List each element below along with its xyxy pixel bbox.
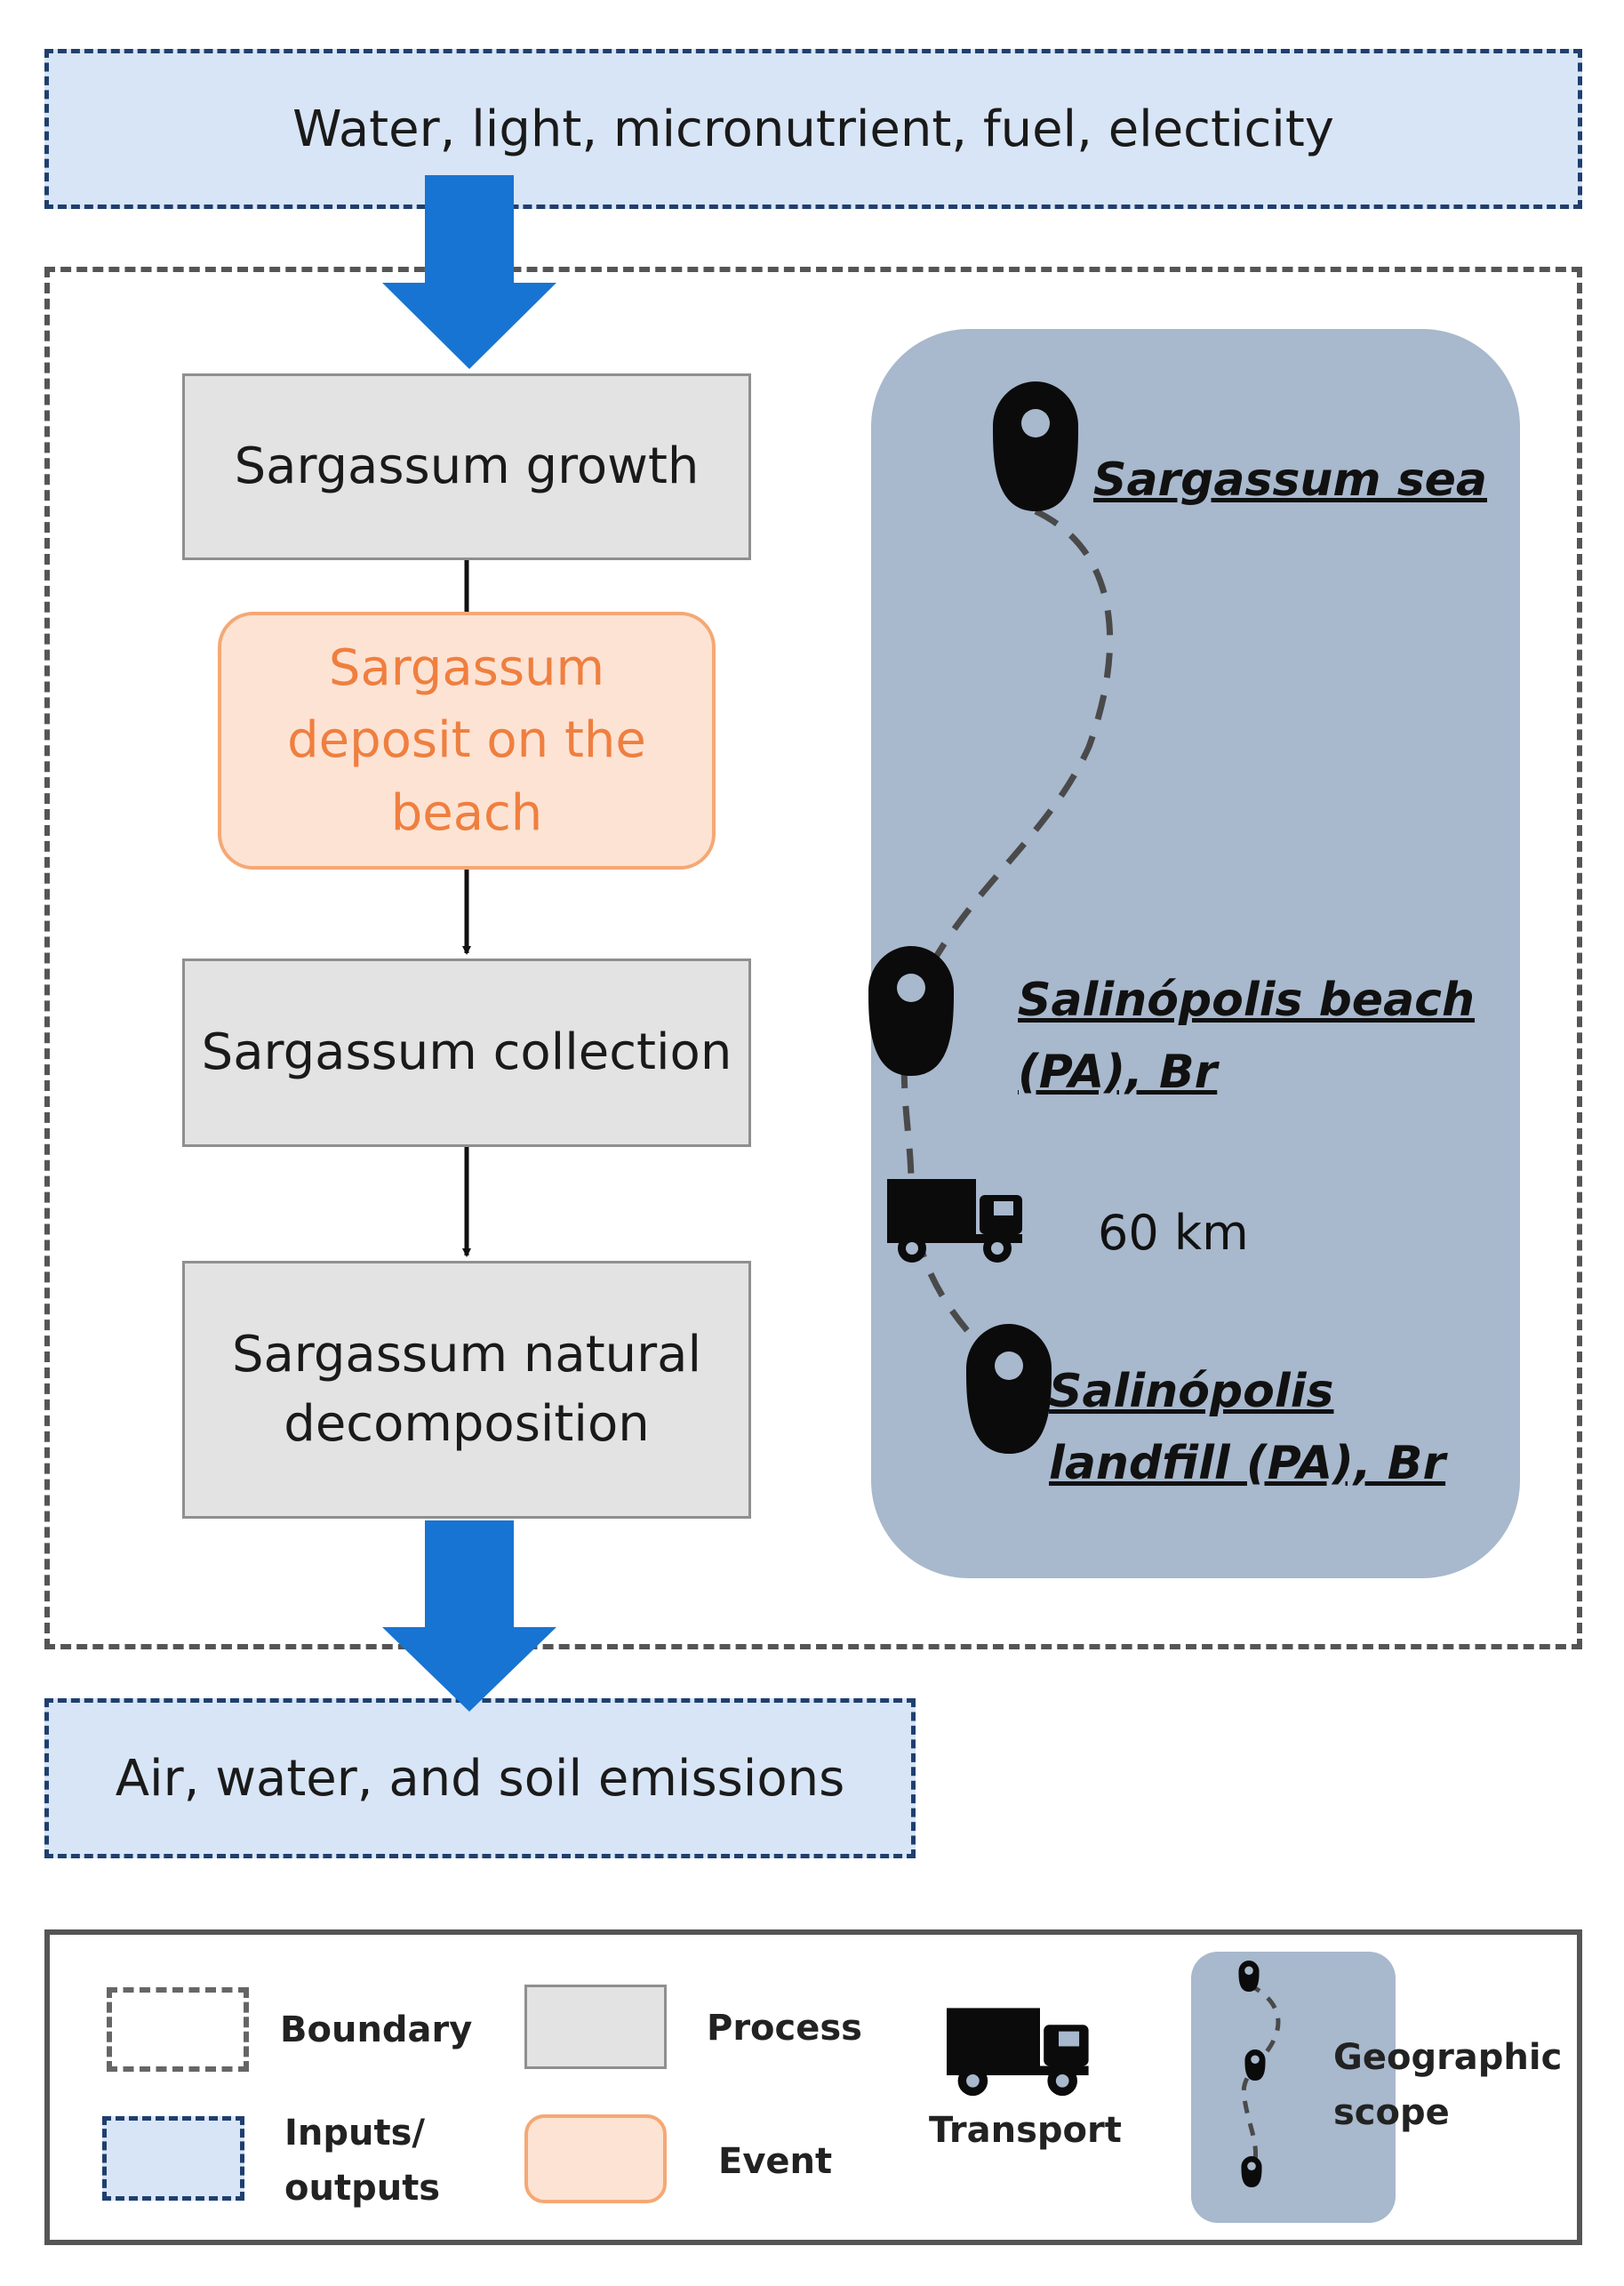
- process-label: Sargassum collection: [201, 1023, 732, 1081]
- legend-transport-label: Transport: [929, 2110, 1122, 2151]
- legend-geo-label: Geographic scope: [1333, 2037, 1563, 2133]
- legend-io-swatch: [102, 2116, 244, 2201]
- location-salinopolis-landfill: Salinópolis landfill (PA), Br: [1049, 1365, 1446, 1490]
- legend-process-label: Process: [707, 2008, 862, 2049]
- outputs-box: Air, water, and soil emissions: [44, 1698, 916, 1858]
- process-sargassum-collection: Sargassum collection: [182, 959, 751, 1147]
- legend-event-label: Event: [718, 2141, 833, 2182]
- process-sargassum-decomposition: Sargassum natural decomposition: [182, 1261, 751, 1519]
- legend-truck-icon: [947, 2008, 1089, 2097]
- process-sargassum-growth: Sargassum growth: [182, 373, 751, 560]
- location-sargassum-sea: Sargassum sea: [1093, 453, 1488, 507]
- system-boundary: [44, 267, 1582, 1649]
- event-sargassum-deposit: Sargassum deposit on the beach: [218, 612, 716, 870]
- legend-io-label: Inputs/ outputs: [284, 2113, 441, 2209]
- pin-icon: [868, 946, 954, 1076]
- legend: [44, 1929, 1582, 2245]
- legend-event-swatch: [524, 2114, 667, 2203]
- legend-boundary-label: Boundary: [280, 2009, 473, 2050]
- inputs-label: Water, light, micronutrient, fuel, elect…: [292, 100, 1334, 158]
- inputs-box: Water, light, micronutrient, fuel, elect…: [44, 49, 1582, 209]
- legend-geo-icon: [1238, 1960, 1281, 2187]
- input-arrow: [382, 175, 556, 369]
- process-label: Sargassum growth: [234, 437, 700, 495]
- legend-boundary-swatch: [107, 1987, 249, 2072]
- outputs-label: Air, water, and soil emissions: [115, 1749, 845, 1808]
- event-label: Sargassum deposit on the beach: [287, 639, 646, 842]
- legend-process-swatch: [524, 1985, 667, 2069]
- location-salinopolis-beach: Salinópolis beach (PA), Br: [1018, 974, 1476, 1099]
- pin-icon: [966, 1324, 1052, 1454]
- distance-label: 60 km: [1098, 1205, 1249, 1261]
- truck-icon: [887, 1179, 1022, 1263]
- output-arrow: [382, 1520, 556, 1712]
- legend-geo-swatch: [1191, 1952, 1396, 2223]
- process-label: Sargassum natural decomposition: [231, 1325, 702, 1453]
- pin-icon: [993, 381, 1078, 511]
